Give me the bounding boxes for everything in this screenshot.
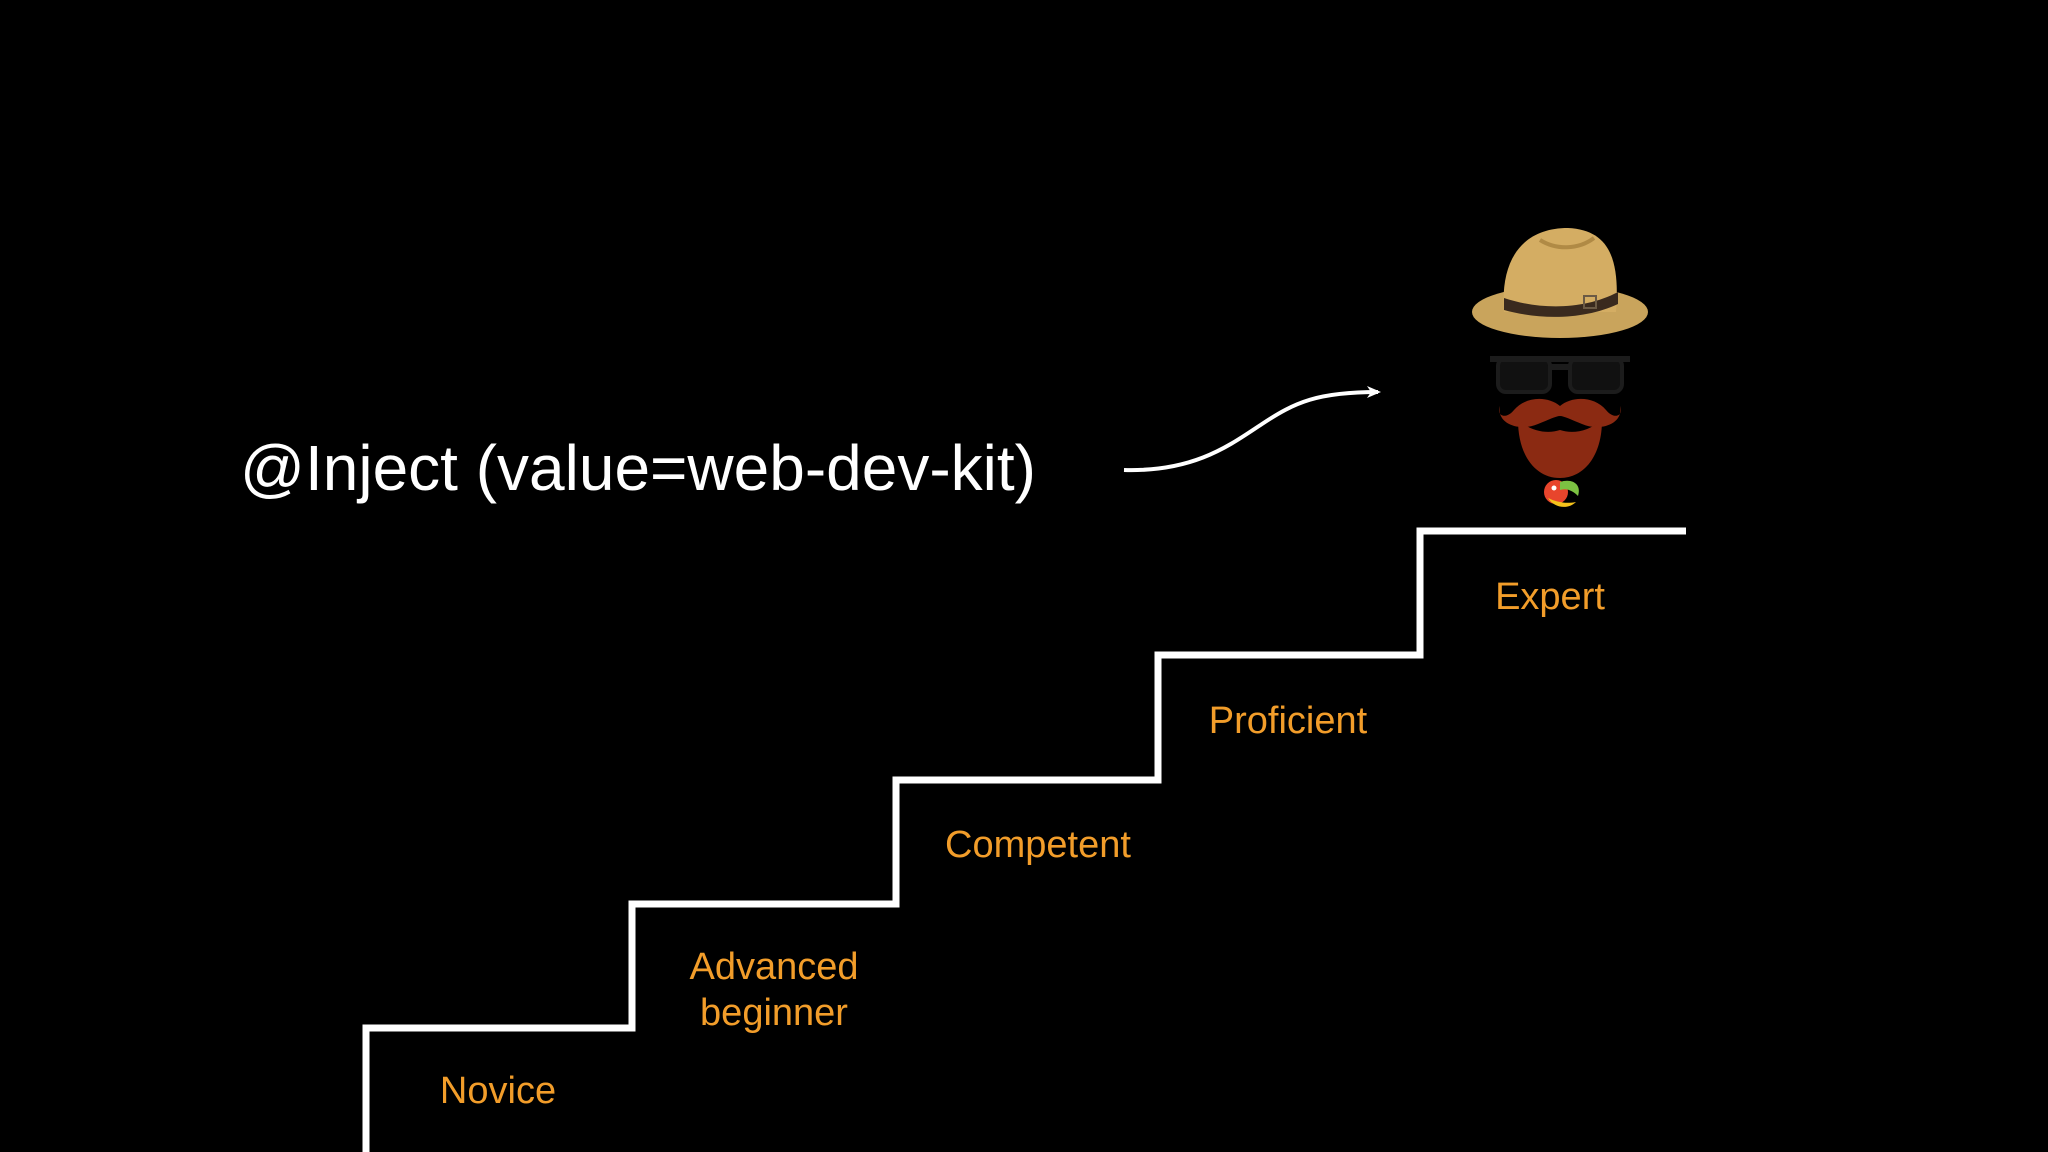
stage-label-competent: Competent: [945, 824, 1131, 866]
curved-arrow-icon: [1123, 386, 1381, 473]
parrot-icon: [1544, 480, 1579, 507]
code-annotation: @Inject (value=web-dev-kit): [240, 432, 1036, 504]
beard: [1518, 420, 1602, 478]
hat-crown: [1503, 228, 1617, 312]
stage-label-advanced-beginner: Advanced beginner: [689, 946, 859, 1034]
hat-buckle: [1583, 295, 1597, 309]
hat-band: [1504, 292, 1618, 317]
mustache: [1499, 398, 1621, 428]
glasses-icon: [1490, 356, 1630, 394]
staircase-line: [362, 527, 1686, 1152]
hat-glasses-beard-character-icon: [1472, 228, 1648, 507]
stage-label-expert: Expert: [1495, 576, 1605, 618]
stage-label-proficient: Proficient: [1208, 700, 1368, 742]
hat-crease: [1538, 236, 1596, 250]
stage-label-novice: Novice: [439, 1070, 557, 1112]
